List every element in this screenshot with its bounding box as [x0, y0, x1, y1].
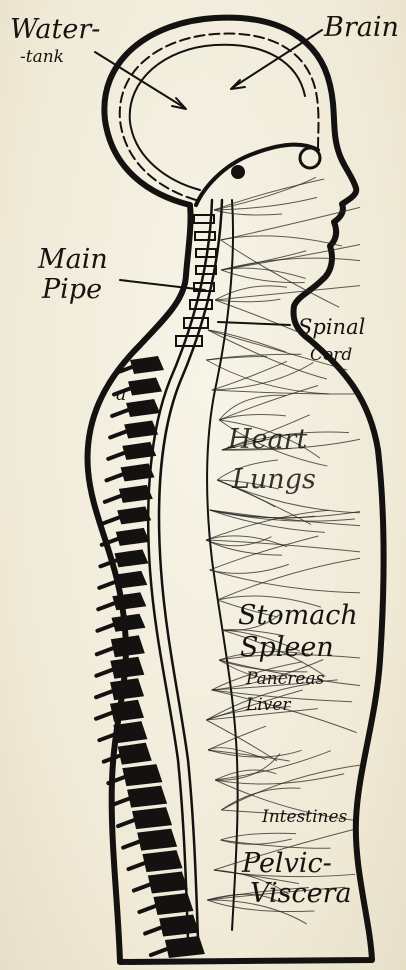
- nerve-fibre: [221, 270, 304, 283]
- vertebra-spine-process: [105, 496, 121, 502]
- eye: [300, 148, 320, 168]
- vertebra-spine-process: [113, 799, 129, 805]
- nerve-fibre: [221, 244, 360, 270]
- leader-spinal-cord: [218, 322, 290, 325]
- vertebra-spine-process: [98, 603, 114, 609]
- vertebra-spine-process: [151, 949, 167, 955]
- label-spleen: Spleen: [240, 632, 334, 663]
- vertebra-block: [111, 635, 145, 657]
- nerve-fibre: [214, 197, 317, 210]
- vertebra-spine-process: [99, 582, 115, 588]
- label-pelvic-2: Viscera: [250, 878, 352, 909]
- vertebra-block: [128, 377, 162, 395]
- label-brain: Brain: [323, 12, 399, 43]
- label-vertebra-marker: a: [116, 385, 126, 405]
- vertebra-block: [127, 786, 167, 808]
- nerve-fibre: [221, 765, 360, 810]
- nerve-fibre: [221, 833, 296, 840]
- label-water-tank-1: Water-: [10, 14, 100, 45]
- vertebra-spine-process: [128, 863, 144, 869]
- vertebra-block: [132, 807, 172, 829]
- vertebra-block: [116, 528, 150, 546]
- label-pelvic-1: Pelvic-: [241, 848, 332, 879]
- nerve-fibre: [215, 286, 360, 300]
- label-liver: Liver: [245, 695, 291, 715]
- vertebra-block: [126, 399, 160, 417]
- label-stomach: Stomach: [238, 600, 358, 631]
- vertebra-block: [114, 549, 148, 567]
- vertebra-spine-process: [97, 648, 113, 654]
- vertebra-spine-process: [96, 691, 112, 697]
- vertebra-block: [142, 850, 182, 872]
- nerve-fibre: [221, 268, 305, 278]
- nerve-fibre: [210, 510, 355, 521]
- nerve-fibre: [219, 415, 286, 420]
- nerve-fibre: [212, 390, 360, 394]
- nerve-fibre: [214, 179, 324, 210]
- vertebra-spine-process: [145, 928, 161, 934]
- vertebra-spine-process: [139, 906, 155, 912]
- vertebra-spine-process: [123, 842, 139, 848]
- vertebra-spine-process: [96, 670, 112, 676]
- label-main-pipe-1: Main: [37, 244, 108, 275]
- nerve-fibre: [221, 207, 360, 240]
- label-pancreas: Pancreas: [245, 669, 325, 689]
- vertebra-spine-process: [103, 517, 119, 523]
- nerve-fibre: [212, 362, 314, 390]
- vertebra-spine-process: [104, 756, 120, 762]
- skull-inner-line-2: [130, 45, 305, 190]
- vertebra-block: [110, 700, 144, 722]
- vertebra-block: [159, 915, 199, 937]
- vertebra-spine-process: [110, 431, 126, 437]
- leader-brain: [232, 30, 322, 88]
- vertebra-spine-process: [97, 625, 113, 631]
- leader-main-pipe: [120, 280, 205, 290]
- vertebra-spine-process: [112, 410, 128, 416]
- vertebra-block: [111, 614, 145, 632]
- label-main-pipe-2: Pipe: [41, 274, 102, 305]
- label-water-tank-2: -tank: [20, 47, 64, 67]
- label-lungs: Lungs: [231, 464, 316, 495]
- nerve-fibre: [221, 236, 342, 246]
- vertebra-block: [118, 743, 152, 765]
- vertebra-block: [110, 678, 144, 700]
- vertebra-block: [124, 420, 158, 438]
- ganglion: [231, 165, 245, 179]
- vertebra-block: [130, 356, 164, 374]
- vertebra-spine-process: [108, 453, 124, 459]
- nerve-fibre: [215, 286, 287, 300]
- vertebra-spine-process: [134, 885, 150, 891]
- vertebra-spine-process: [96, 713, 112, 719]
- vertebra-block: [137, 829, 177, 851]
- nerve-fibre: [206, 720, 277, 761]
- vertebra-block: [148, 872, 188, 894]
- label-spinal-cord-2: Cord: [310, 345, 352, 365]
- label-spinal-cord-1: Spinal: [298, 315, 365, 339]
- vertebra-block: [110, 657, 144, 679]
- label-intestines: Intestines: [261, 807, 348, 827]
- vertebra-spine-process: [107, 474, 123, 480]
- spinal-cord-line-left: [148, 200, 212, 940]
- vertebra-spine-process: [118, 820, 134, 826]
- nerve-fibre: [214, 210, 282, 215]
- label-heart: Heart: [227, 424, 308, 455]
- vertebra-block: [117, 506, 151, 524]
- vertebra-block: [122, 764, 162, 786]
- vertebra-block: [113, 721, 147, 743]
